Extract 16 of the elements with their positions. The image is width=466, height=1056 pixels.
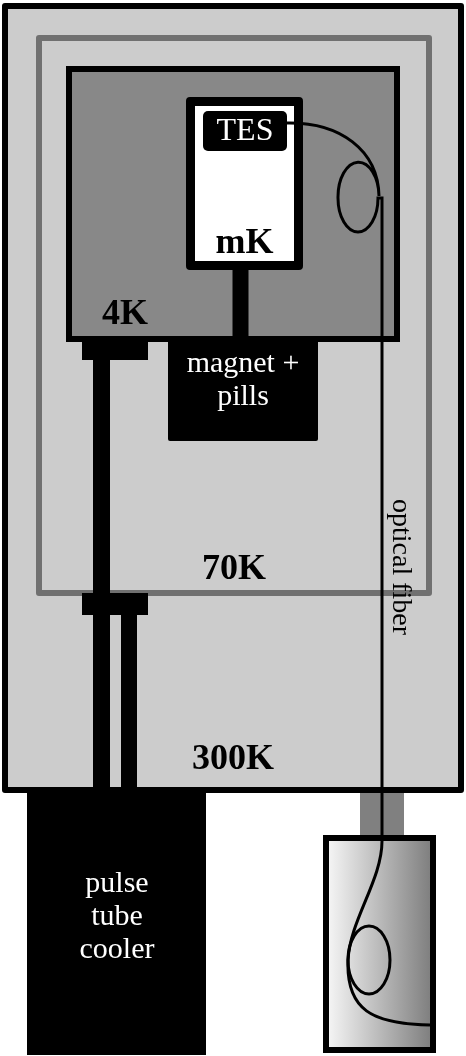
- detector-chip: [203, 111, 287, 151]
- temperature-label: 70K: [202, 548, 266, 588]
- detector-label: TES: [216, 112, 274, 148]
- temperature-label: mK: [215, 222, 274, 262]
- cooler-block: [27, 790, 206, 1055]
- temperature-label: 4K: [101, 293, 149, 333]
- fiber-box: [323, 835, 436, 1053]
- magnet-block: [168, 340, 318, 441]
- optical-fiber-line: [286, 121, 384, 835]
- stage-box: [66, 66, 400, 342]
- edge-label: optical fiber: [388, 498, 417, 636]
- temperature-label: 300K: [192, 738, 274, 778]
- cryostat-box: [2, 3, 464, 793]
- stage-box: [186, 97, 303, 270]
- component-label: magnet + pills: [185, 345, 301, 411]
- component-label: pulse tube cooler: [78, 865, 156, 964]
